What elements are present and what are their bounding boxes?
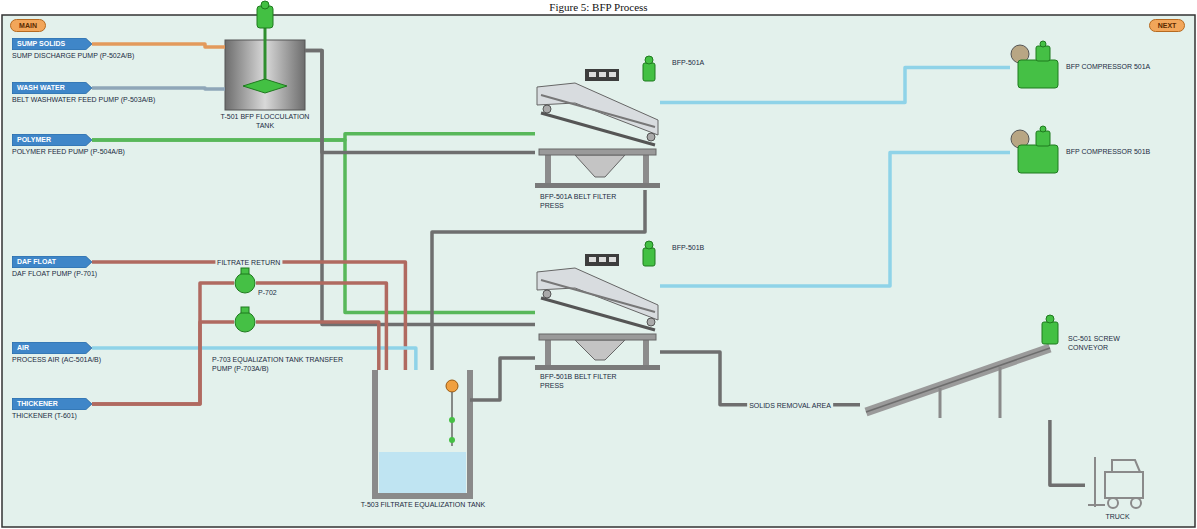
equalization-tank: T-503 FILTRATE EQUALIZATION TANK xyxy=(375,370,470,497)
source-description: SUMP DISCHARGE PUMP (P-502A/B) xyxy=(12,51,134,60)
process-pipe xyxy=(432,190,645,370)
process-pipe xyxy=(660,153,1010,287)
tag-text: AIR xyxy=(12,342,92,354)
tag-text: SUMP SOLIDS xyxy=(12,38,92,50)
screw-conveyor xyxy=(866,315,1058,418)
equipment-label: T-503 FILTRATE EQUALIZATION TANK xyxy=(348,500,498,509)
process-pipe xyxy=(305,51,535,153)
belt-filter-press: BFP-501A BELT FILTER PRESS xyxy=(535,65,660,190)
equipment-label: BFP COMPRESSOR 501B xyxy=(1066,147,1178,156)
process-pipe xyxy=(92,283,234,404)
equipment-label: BFP-501A BELT FILTER PRESS xyxy=(540,192,625,210)
figure-title: Figure 5: BFP Process xyxy=(0,1,1197,14)
process-pipe xyxy=(92,262,405,370)
transfer-pump: P-703 EQUALIZATION TANK TRANSFER PUMP (P… xyxy=(234,311,256,333)
button-text: MAIN xyxy=(19,20,37,31)
flocculation-tank xyxy=(225,1,305,110)
equipment-label: P-703 EQUALIZATION TANK TRANSFER PUMP (P… xyxy=(212,355,362,373)
air-compressor: BFP COMPRESSOR 501B xyxy=(1010,125,1060,180)
process-pipe xyxy=(92,140,535,312)
source-description: THICKENER (T-601) xyxy=(12,411,77,420)
forklift-truck xyxy=(1088,457,1143,508)
pipe-label: SOLIDS REMOVAL AREA xyxy=(747,400,833,409)
transfer-pump: P-702 xyxy=(234,272,256,294)
process-pipe xyxy=(470,358,535,400)
source-tag: POLYMERPOLYMER FEED PUMP (P-504A/B) xyxy=(12,134,92,146)
pipe-label: FILTRATE RETURN xyxy=(215,258,282,267)
air-compressor: BFP COMPRESSOR 501A xyxy=(1010,40,1060,95)
flocculation-tank: T-501 BFP FLOCCULATION TANK xyxy=(225,40,305,110)
belt-press xyxy=(535,241,660,370)
air-compressor xyxy=(1011,41,1058,88)
motor-tag: BFP-501B xyxy=(672,243,704,252)
button-text: NEXT xyxy=(1158,20,1177,31)
screen-frame xyxy=(2,15,1195,527)
tag-text: POLYMER xyxy=(12,134,92,146)
nav-button: NEXT xyxy=(1149,19,1185,32)
air-compressor xyxy=(1011,126,1058,173)
process-pipe xyxy=(660,352,860,405)
process-pipe xyxy=(92,88,225,89)
source-description: BELT WASHWATER FEED PUMP (P-503A/B) xyxy=(12,95,155,104)
source-tag: SUMP SOLIDSSUMP DISCHARGE PUMP (P-502A/B… xyxy=(12,38,92,50)
source-description: POLYMER FEED PUMP (P-504A/B) xyxy=(12,147,125,156)
source-tag: DAF FLOATDAF FLOAT PUMP (P-701) xyxy=(12,256,92,268)
truck: TRUCK xyxy=(1085,455,1150,510)
pump-symbol xyxy=(235,268,255,332)
equalization-tank xyxy=(375,370,470,496)
process-pipe xyxy=(1050,420,1085,485)
process-pipe xyxy=(92,44,225,47)
motor-tag: BFP-501A xyxy=(672,58,704,67)
source-tag: AIRPROCESS AIR (AC-501A/B) xyxy=(12,342,92,354)
source-tag: WASH WATERBELT WASHWATER FEED PUMP (P-50… xyxy=(12,82,92,94)
screw-conveyor: SC-501 SCREW CONVEYOR xyxy=(860,330,1160,420)
equipment-label: TRUCK xyxy=(1085,512,1150,521)
process-pipe xyxy=(660,68,1010,103)
belt-filter-press: BFP-501B BELT FILTER PRESS xyxy=(535,250,660,370)
tag-text: WASH WATER xyxy=(12,82,92,94)
tag-text: THICKENER xyxy=(12,398,92,410)
belt-press xyxy=(535,56,660,188)
equipment-label: P-702 xyxy=(258,288,290,297)
tag-text: DAF FLOAT xyxy=(12,256,92,268)
source-description: DAF FLOAT PUMP (P-701) xyxy=(12,269,97,278)
equipment-label: SC-501 SCREW CONVEYOR xyxy=(1068,334,1153,352)
equipment-label: BFP-501B BELT FILTER PRESS xyxy=(540,372,625,390)
nav-button: MAIN xyxy=(10,19,46,32)
equipment-label: BFP COMPRESSOR 501A xyxy=(1066,62,1178,71)
source-tag: THICKENERTHICKENER (T-601) xyxy=(12,398,92,410)
source-description: PROCESS AIR (AC-501A/B) xyxy=(12,355,101,364)
equipment-label: T-501 BFP FLOCCULATION TANK xyxy=(220,112,310,130)
